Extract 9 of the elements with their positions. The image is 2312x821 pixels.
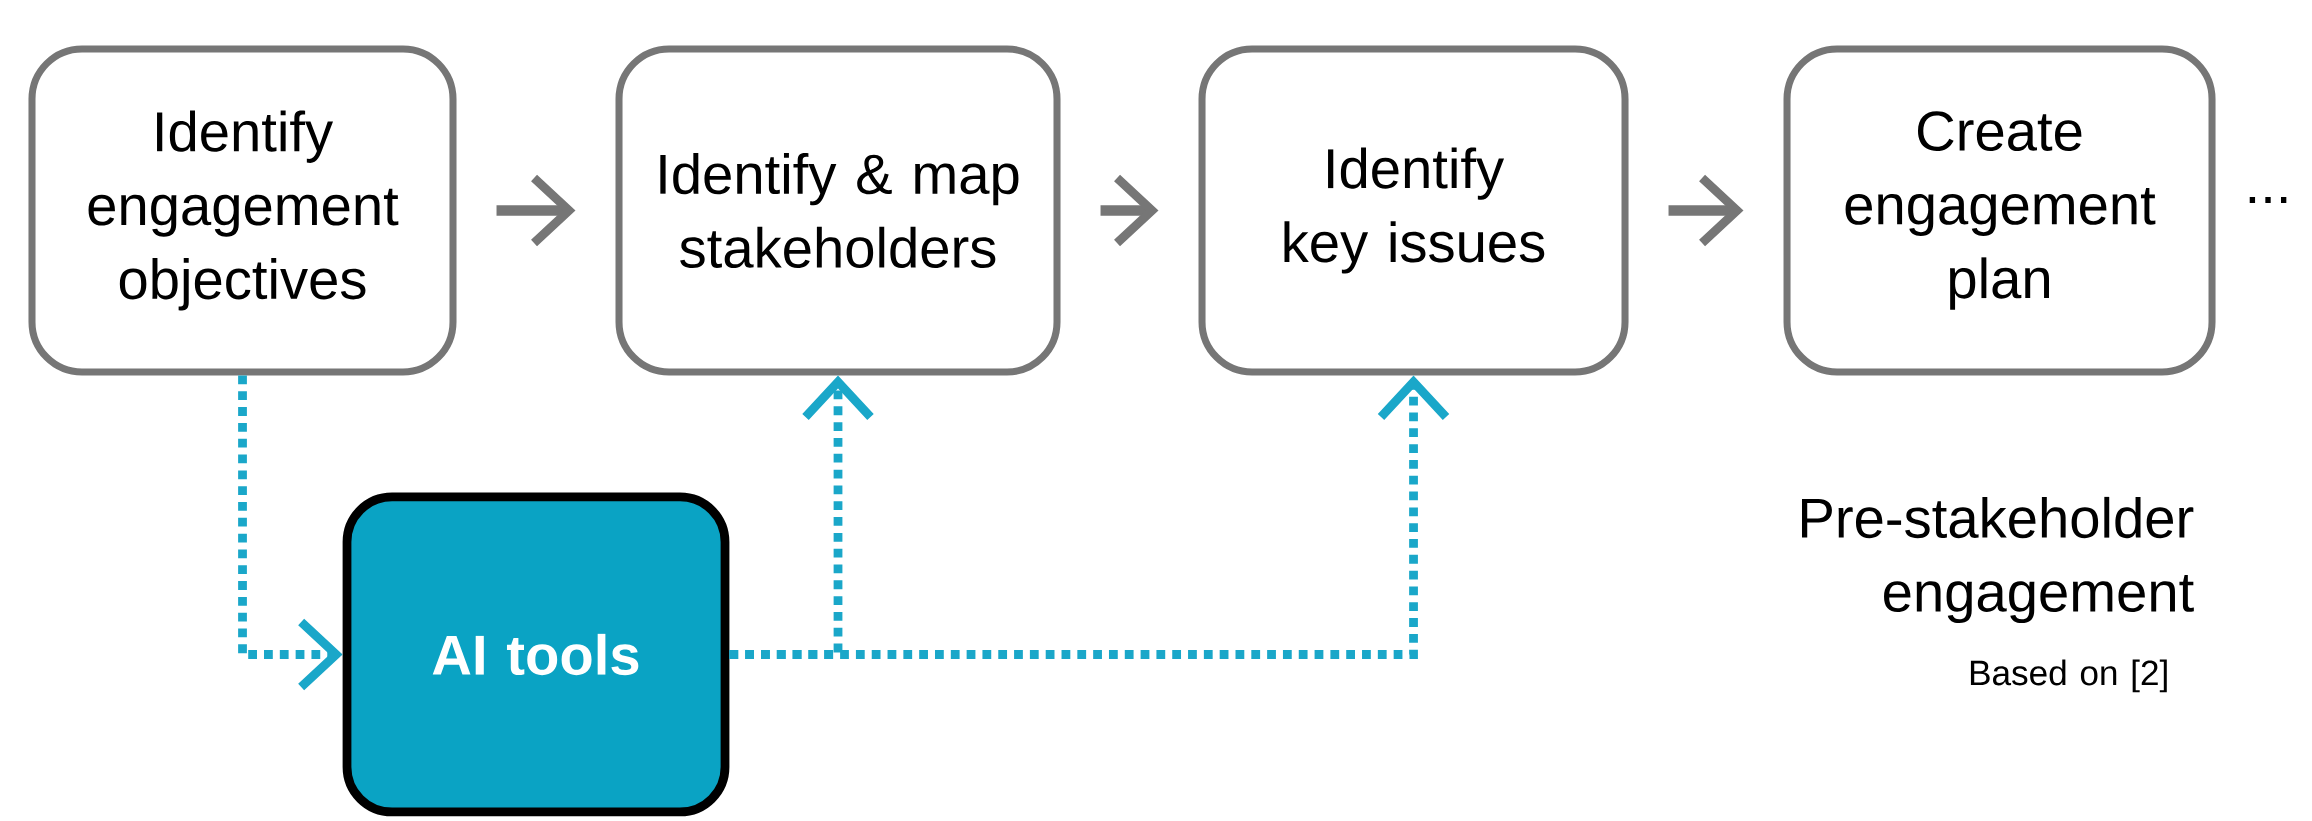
arrow bbox=[238, 375, 343, 691]
arrow bbox=[729, 375, 1450, 659]
source-note: Based on [2] bbox=[1970, 659, 2167, 693]
tool-box: AI tools bbox=[342, 492, 730, 817]
process-box: Identify key issues bbox=[1198, 45, 1629, 376]
caption-text: Pre-stakeholder engagement bbox=[1802, 496, 2194, 624]
process-box: Identify & map stakeholders bbox=[615, 45, 1061, 376]
process-box: Create engagement plan bbox=[1783, 45, 2216, 376]
process-box: Identify engagement objectives bbox=[28, 45, 457, 376]
